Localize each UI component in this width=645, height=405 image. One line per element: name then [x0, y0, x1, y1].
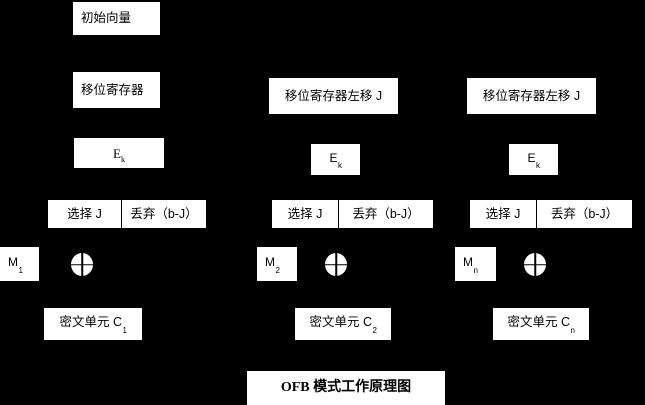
xor-circle-2 — [325, 253, 347, 276]
cipher-label-2: 密文单元 C2 — [309, 315, 377, 335]
message-box-1: M1 — [0, 247, 39, 281]
cipher-label-3: 密文单元 Cn — [507, 315, 575, 335]
shift-register-box-3: 移位寄存器左移 J — [467, 78, 596, 114]
encrypt-box-2: Ek — [311, 144, 360, 175]
diagram-title: OFB 模式工作原理图 — [280, 380, 412, 395]
discard-label-1: 丢弃（b-J） — [130, 206, 198, 221]
select-label-1: 选择 J — [67, 206, 102, 221]
message-label-3: Mn — [463, 255, 478, 275]
cipher-box-3: 密文单元 Cn — [493, 308, 589, 340]
encrypt-label-2: Ek — [329, 150, 342, 171]
cipher-label-1: 密文单元 C1 — [59, 315, 127, 335]
shift-register-label-3: 移位寄存器左移 J — [482, 88, 581, 103]
encrypt-box-1: Ek — [74, 138, 164, 168]
xor-circle-1 — [71, 253, 93, 276]
discard-box-3: 丢弃（b-J） — [537, 200, 632, 228]
select-box-1: 选择 J — [48, 200, 121, 228]
initial-vector-label: 初始向量 — [81, 11, 132, 26]
encrypt-label-1: Ek — [113, 145, 125, 164]
message-label-1: M1 — [8, 255, 23, 275]
message-box-2: M2 — [257, 247, 297, 281]
select-box-2: 选择 J — [272, 200, 338, 228]
select-label-2: 选择 J — [287, 206, 323, 221]
shift-register-box-2: 移位寄存器左移 J — [269, 78, 398, 114]
shift-register-label-2: 移位寄存器左移 J — [284, 88, 383, 103]
message-box-3: Mn — [455, 247, 496, 281]
diagram-title-box: OFB 模式工作原理图 — [247, 371, 445, 405]
select-box-3: 选择 J — [470, 200, 536, 228]
discard-label-2: 丢弃（b-J） — [352, 206, 420, 221]
encrypt-label-3: Ek — [527, 150, 540, 171]
discard-box-1: 丢弃（b-J） — [122, 200, 206, 228]
encrypt-box-3: Ek — [509, 144, 558, 175]
discard-label-3: 丢弃（b-J） — [550, 206, 619, 221]
message-label-2: M2 — [265, 255, 280, 275]
cipher-box-1: 密文单元 C1 — [44, 308, 142, 340]
select-label-3: 选择 J — [485, 206, 521, 221]
xor-circle-3 — [524, 253, 546, 276]
shift-register-label-1: 移位寄存器 — [81, 82, 144, 97]
cipher-box-2: 密文单元 C2 — [295, 308, 391, 340]
initial-vector-box: 初始向量 — [73, 2, 160, 35]
discard-box-2: 丢弃（b-J） — [339, 200, 433, 228]
shift-register-box-1: 移位寄存器 — [73, 72, 160, 108]
